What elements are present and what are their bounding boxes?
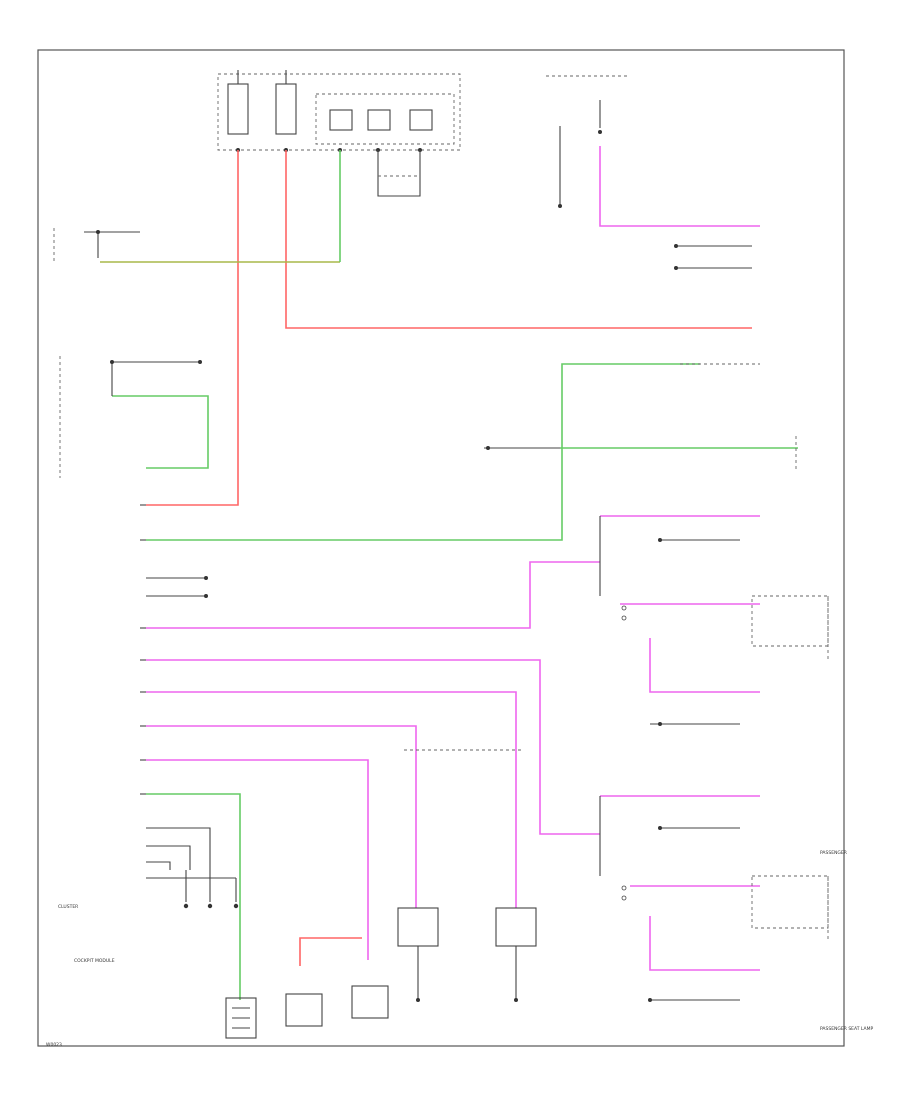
wire-pink-12 xyxy=(649,916,760,971)
passenger-seat-lamp-label: PASSENGER SEAT LAMP xyxy=(820,1026,873,1032)
wire-green-5 xyxy=(146,793,241,1000)
passenger-label: PASSENGER xyxy=(820,850,847,856)
wire-green-3 xyxy=(146,363,700,541)
diagram-border xyxy=(37,49,845,1047)
wire-pink-7 xyxy=(146,691,517,908)
cluster-label: CLUSTER xyxy=(58,904,78,910)
wire-green-2 xyxy=(112,395,209,469)
left-connector-pins xyxy=(140,504,146,795)
diagram-code: W0023 xyxy=(46,1042,62,1048)
wire-pink-1 xyxy=(599,146,760,227)
wire-pink-8 xyxy=(146,725,417,908)
right-modules xyxy=(751,595,829,929)
ground-nodes xyxy=(96,230,662,1002)
black-connections xyxy=(53,228,829,1001)
wire-red-3 xyxy=(299,937,362,966)
wire-red-2 xyxy=(285,150,752,329)
wire-pink-2 xyxy=(146,561,600,629)
wire-pink-5 xyxy=(649,638,760,693)
wire-red-1 xyxy=(146,150,239,506)
cockpit-module-label: COCKPIT MODULE xyxy=(74,958,115,964)
top-right-sensor xyxy=(546,75,628,208)
wire-pink-9 xyxy=(146,759,369,960)
bottom-components xyxy=(225,907,537,1039)
wire-pink-6 xyxy=(146,659,600,835)
switch-assembly xyxy=(377,150,421,197)
fuse-block xyxy=(217,70,461,152)
